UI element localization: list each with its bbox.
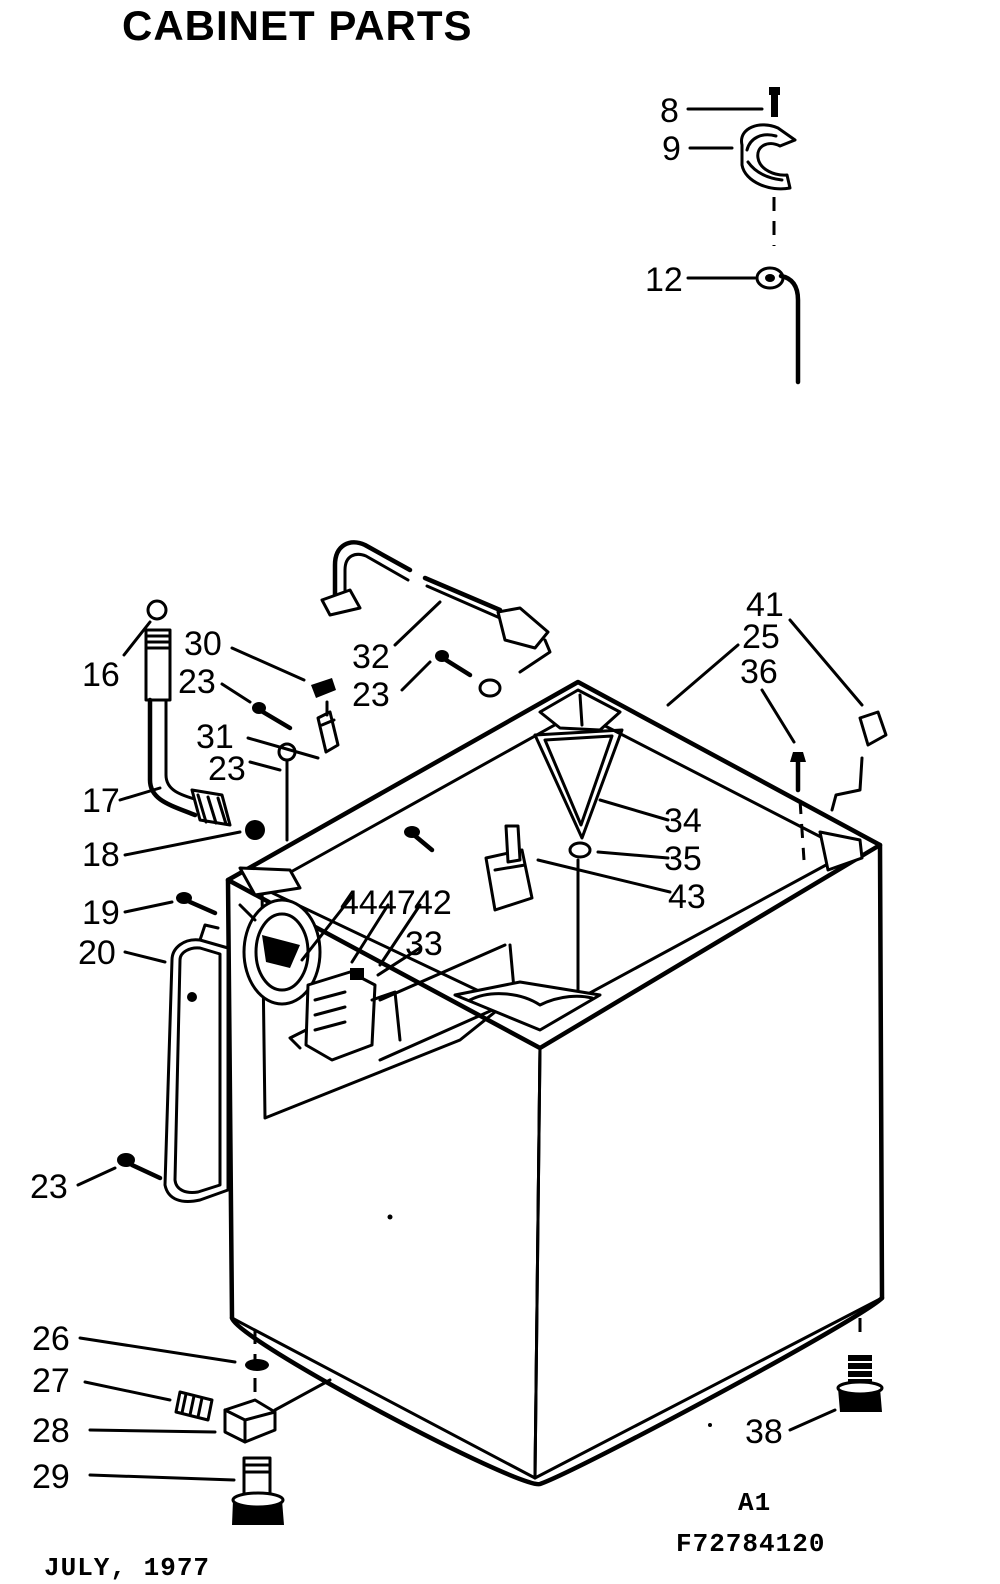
callout-26: 26: [32, 1320, 70, 1358]
snubber-part-35: [568, 841, 592, 859]
callout-34: 34: [664, 802, 702, 840]
cap-part-16: [144, 599, 172, 702]
spring-part-27: [174, 1390, 214, 1422]
callout-25: 25: [742, 618, 780, 656]
callout-23-a: 23: [178, 663, 216, 701]
motor-part-44: [238, 898, 322, 1006]
callout-29: 29: [32, 1458, 70, 1496]
top-detail-group: [740, 87, 801, 385]
callout-labels: 8 9 12 16 30 23 31 23 17 18 19 20 23 32 …: [30, 92, 784, 1496]
leg-part-38: [836, 1318, 884, 1412]
callout-19: 19: [82, 894, 120, 932]
screw-part-8: [769, 87, 780, 117]
leg-part-29: [231, 1456, 285, 1525]
callout-18: 18: [82, 836, 120, 874]
callout-16: 16: [82, 656, 120, 694]
callout-20: 20: [78, 934, 116, 972]
screw-part-23-lower: [117, 1153, 163, 1181]
cabinet-side-panel: [533, 843, 884, 1480]
clip-part-30: [311, 678, 336, 698]
clip-part-41: [830, 710, 888, 812]
callout-12: 12: [645, 261, 683, 299]
panel-part-20: [163, 923, 230, 1203]
callout-23-b: 23: [208, 750, 246, 788]
coupling-part-18: [190, 788, 265, 840]
screw-part-42: [404, 826, 435, 853]
callout-27: 27: [32, 1362, 70, 1400]
cabinet-body: [225, 679, 885, 1487]
callout-33: 33: [405, 925, 443, 963]
callout-36: 36: [740, 653, 778, 691]
leader-lines: [76, 107, 864, 1482]
screw-part-19: [176, 892, 218, 916]
grommet-part-12: [755, 266, 801, 385]
callout-38: 38: [745, 1413, 783, 1451]
callout-30: 30: [184, 625, 222, 663]
screw-part-23-top: [435, 650, 502, 698]
footer-date: JULY, 1977: [44, 1553, 210, 1583]
bracket-part-31: [316, 700, 340, 754]
callout-23-c: 23: [30, 1168, 68, 1206]
callout-43: 43: [668, 878, 706, 916]
washer-part-26: [245, 1330, 269, 1400]
callout-28: 28: [32, 1412, 70, 1450]
callout-8: 8: [660, 92, 679, 130]
callout-35: 35: [664, 840, 702, 878]
clamp-part-9: [740, 123, 797, 191]
footer-code-line2: F72784120: [676, 1529, 825, 1559]
screw-part-23-left: [252, 702, 297, 842]
diagram-title: CABINET PARTS: [122, 2, 473, 49]
callout-44: 44: [340, 884, 378, 922]
callout-42: 42: [414, 884, 452, 922]
callout-41: 41: [746, 586, 784, 624]
callout-32: 32: [352, 638, 390, 676]
bracket-part-28: [223, 1378, 332, 1444]
support-part-34: [533, 728, 624, 859]
callout-9: 9: [662, 130, 681, 168]
callout-17: 17: [82, 782, 120, 820]
bracket-part-43: [484, 824, 534, 912]
hose-part-17: [147, 697, 200, 818]
callout-47: 47: [378, 884, 416, 922]
callout-23-d: 23: [352, 676, 390, 714]
callout-31: 31: [196, 718, 234, 756]
switch-part-33: [288, 968, 402, 1062]
hose-part-32: [320, 540, 552, 674]
footer-code-line1: A1: [738, 1488, 771, 1518]
screw-part-36: [790, 752, 806, 861]
